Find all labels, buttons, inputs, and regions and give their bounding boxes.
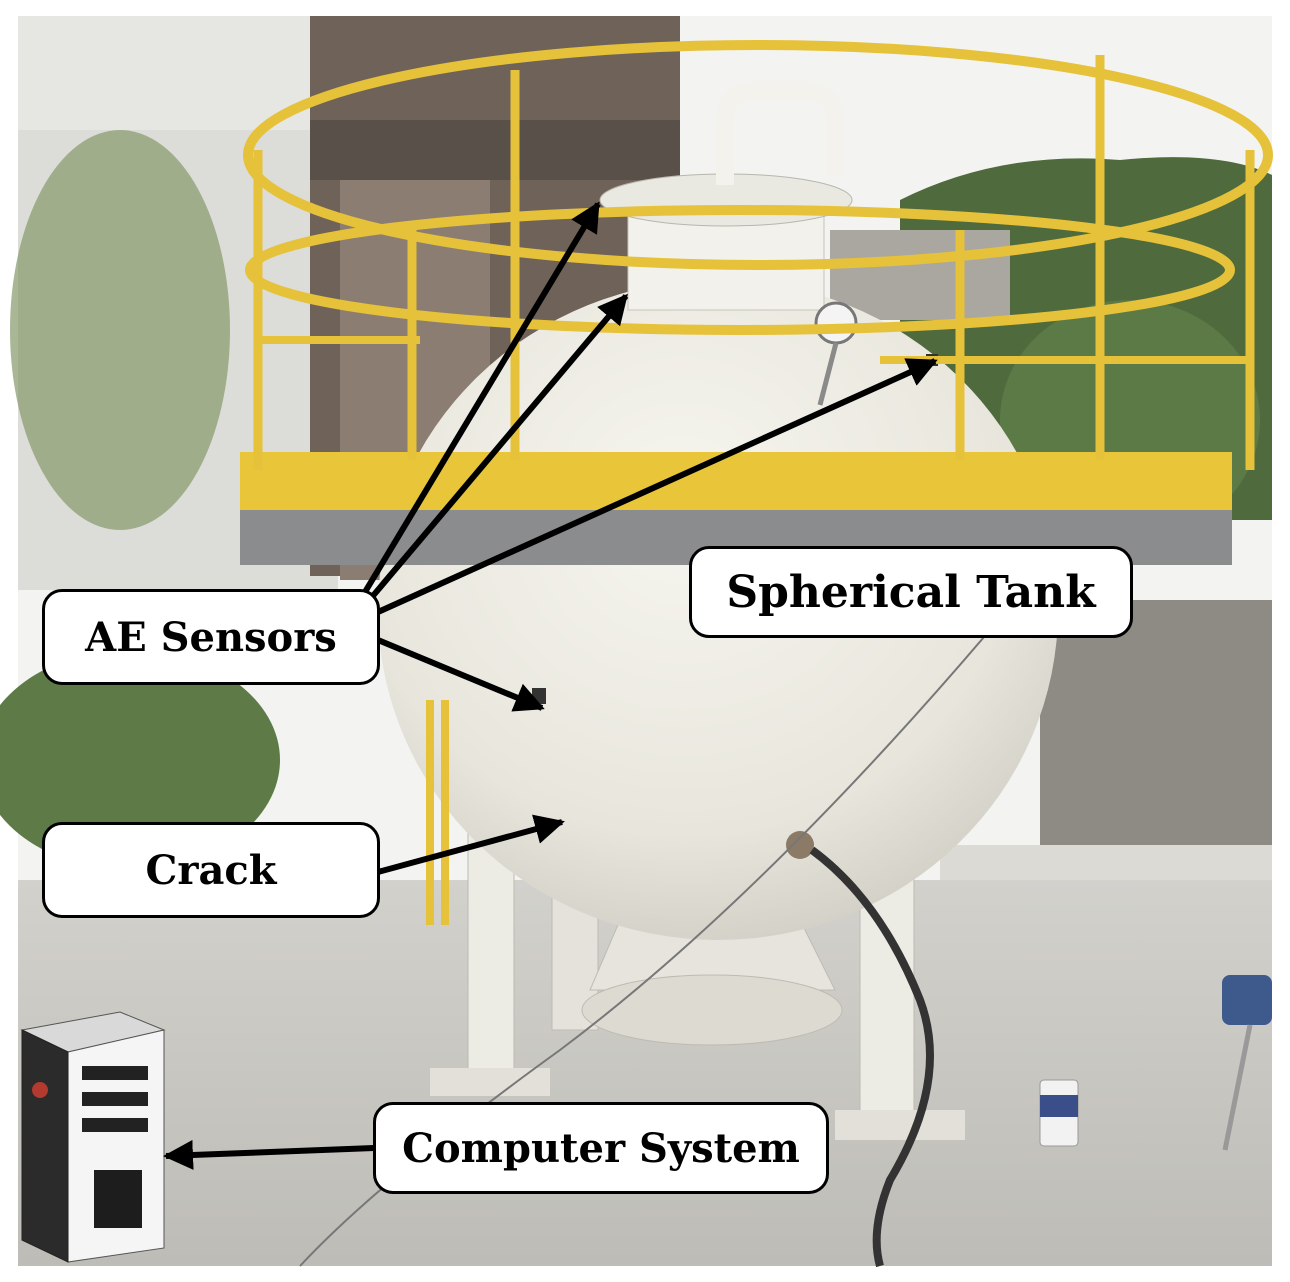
- railing-top-ring: [243, 40, 1273, 270]
- building-upper: [18, 16, 318, 136]
- drive-bay: [82, 1092, 148, 1106]
- label-crack: Crack: [42, 822, 380, 918]
- annotation-arrows: [163, 201, 938, 1170]
- bucket-label: [1040, 1095, 1078, 1117]
- gauge-stem: [817, 342, 839, 406]
- bush-left: [0, 650, 280, 870]
- side-fitting: [786, 831, 814, 859]
- bottom-flange: [581, 974, 843, 1046]
- arrow-crack: [377, 814, 565, 875]
- leg-foot: [835, 1110, 965, 1140]
- arrow-computer-system: [163, 1139, 375, 1170]
- arrow-ae-sensor-top: [359, 201, 601, 599]
- arrow-ae-sensor-right: [376, 358, 938, 615]
- computer-tower: [20, 1011, 166, 1263]
- railing-mid-ring: [245, 205, 1235, 335]
- pressure-gauge: [814, 301, 858, 345]
- label-computer-system: Computer System: [373, 1102, 829, 1194]
- leg-foot: [430, 1068, 550, 1096]
- railing-kick-plate: [240, 452, 1232, 510]
- drive-bay: [82, 1118, 148, 1132]
- label-ae-sensors: AE Sensors: [42, 589, 380, 685]
- arrow-ae-sensor-side: [376, 637, 545, 712]
- label-spherical-tank: Spherical Tank: [689, 546, 1133, 638]
- tower-side: [21, 1029, 69, 1263]
- arrow-ae-sensor-neck: [369, 293, 629, 599]
- side-fan: [32, 1082, 48, 1098]
- chair-seat: [1222, 975, 1272, 1025]
- drive-bay: [82, 1066, 148, 1080]
- chair-leg: [1222, 1024, 1253, 1151]
- thin-cable: [299, 629, 991, 1267]
- block-wall: [1040, 600, 1272, 860]
- tree-left: [10, 130, 230, 530]
- distant-building: [830, 230, 1010, 320]
- top-pipe: [716, 81, 844, 185]
- ground-props: [1039, 975, 1272, 1151]
- stone-lintel: [310, 120, 680, 180]
- cable: [809, 846, 934, 1268]
- front-panel: [94, 1170, 142, 1228]
